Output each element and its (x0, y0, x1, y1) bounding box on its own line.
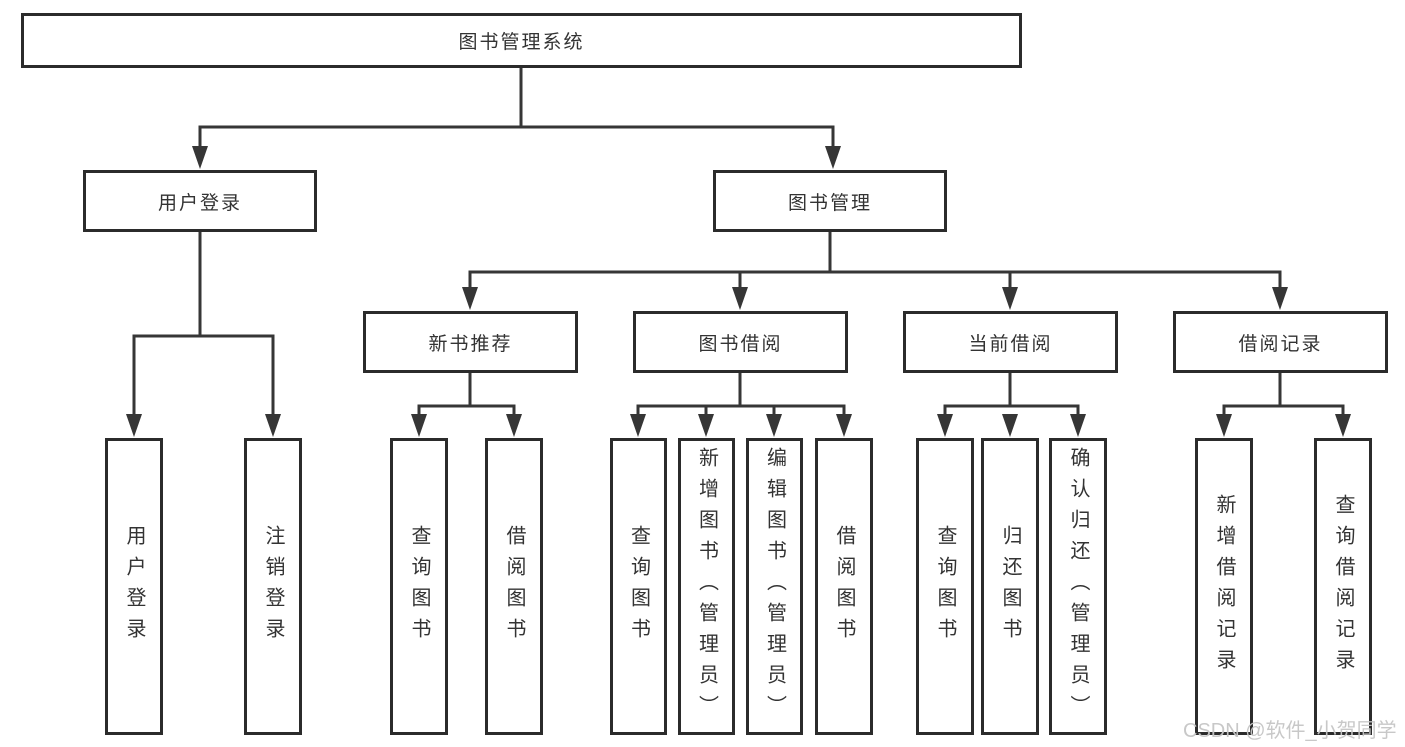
arrowheads (126, 146, 1351, 437)
node-leaf-query-books-recommend: 查询图书 (390, 438, 448, 735)
node-leaf-confirm-return-admin: 确认归还（管理员） (1049, 438, 1107, 735)
node-borrow-records: 借阅记录 (1173, 311, 1388, 373)
node-leaf-logout: 注销登录 (244, 438, 302, 735)
node-leaf-query-borrow-record: 查询借阅记录 (1314, 438, 1372, 735)
node-book-borrowing: 图书借阅 (633, 311, 848, 373)
node-leaf-edit-book-admin: 编辑图书（管理员） (746, 438, 803, 735)
node-leaf-borrow-books: 借阅图书 (815, 438, 873, 735)
node-leaf-user-login: 用户登录 (105, 438, 163, 735)
node-leaf-query-books-borrow: 查询图书 (610, 438, 667, 735)
csdn-watermark: CSDN @软件_小贺同学 (1183, 720, 1397, 742)
node-library-system: 图书管理系统 (21, 13, 1022, 68)
node-leaf-return-book: 归还图书 (981, 438, 1039, 735)
node-leaf-add-book-admin: 新增图书（管理员） (678, 438, 735, 735)
node-current-borrowing: 当前借阅 (903, 311, 1118, 373)
node-user-login: 用户登录 (83, 170, 317, 232)
node-leaf-borrow-books-recommend: 借阅图书 (485, 438, 543, 735)
node-new-book-recommend: 新书推荐 (363, 311, 578, 373)
node-leaf-add-borrow-record: 新增借阅记录 (1195, 438, 1253, 735)
node-leaf-query-books-current: 查询图书 (916, 438, 974, 735)
node-book-management: 图书管理 (713, 170, 947, 232)
